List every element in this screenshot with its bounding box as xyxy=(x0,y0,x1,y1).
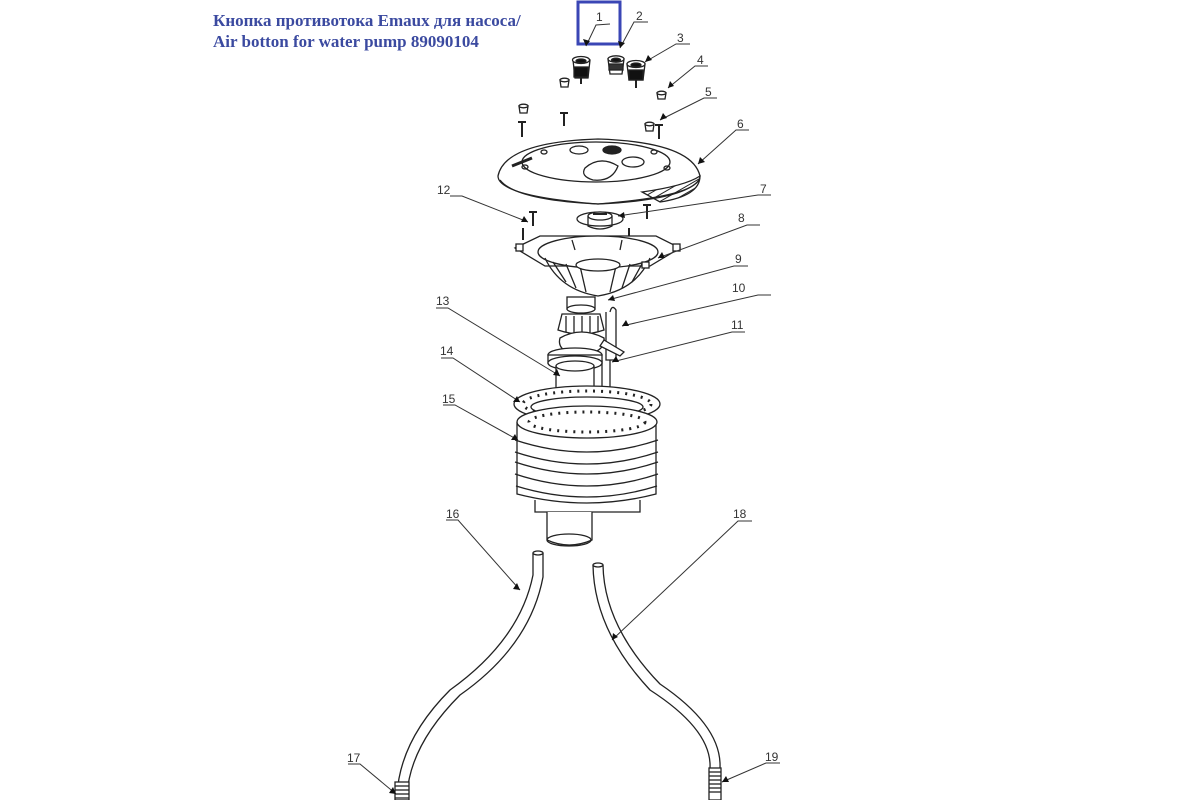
part-15-housing-drawing xyxy=(514,405,659,547)
part-8-flange-drawing xyxy=(513,235,682,297)
label-part-9: 9 xyxy=(735,252,742,266)
label-part-18: 18 xyxy=(733,507,747,521)
part-19-fitting-drawing xyxy=(708,767,722,800)
label-part-12: 12 xyxy=(437,183,451,197)
label-part-16: 16 xyxy=(446,507,460,521)
part-6-cover-drawing xyxy=(497,138,701,205)
part-16-hose-drawing xyxy=(396,550,544,796)
part-drawings xyxy=(394,55,722,800)
leader-arrows xyxy=(389,39,729,794)
small-caps-drawing xyxy=(518,77,667,132)
part-2-drawing xyxy=(607,55,625,75)
title-line-ru: Кнопка противотока Emaux для насоса/ xyxy=(213,11,521,30)
label-part-3: 3 xyxy=(677,31,684,45)
leader-lines xyxy=(348,21,780,795)
diagram-title: Кнопка противотока Emaux для насоса/ Air… xyxy=(213,10,521,52)
label-part-2: 2 xyxy=(636,9,643,23)
label-part-17: 17 xyxy=(347,751,361,765)
label-part-8: 8 xyxy=(738,211,745,225)
part-17-fitting-drawing xyxy=(394,781,410,800)
part-7-insert-drawing xyxy=(576,211,624,230)
part-3-drawing xyxy=(626,59,646,88)
part-9-nozzle-drawing xyxy=(557,296,605,357)
label-part-4: 4 xyxy=(697,53,704,67)
part-labels: 1 2 3 4 5 6 7 8 9 10 11 12 13 14 15 16 1… xyxy=(347,9,779,765)
label-part-5: 5 xyxy=(705,85,712,99)
label-part-10: 10 xyxy=(732,281,746,295)
label-part-11: 11 xyxy=(731,318,744,332)
screws-drawing xyxy=(518,112,663,244)
part-1-button-drawing xyxy=(571,55,591,84)
label-part-7: 7 xyxy=(760,182,767,196)
title-line-en: Air botton for water pump 89090104 xyxy=(213,32,479,51)
label-part-19: 19 xyxy=(765,750,779,764)
label-part-13: 13 xyxy=(436,294,450,308)
label-part-6: 6 xyxy=(737,117,744,131)
label-part-1: 1 xyxy=(596,10,603,24)
label-part-15: 15 xyxy=(442,392,456,406)
label-part-14: 14 xyxy=(440,344,454,358)
part-18-hose-drawing xyxy=(592,562,721,769)
highlight-box xyxy=(576,0,622,46)
